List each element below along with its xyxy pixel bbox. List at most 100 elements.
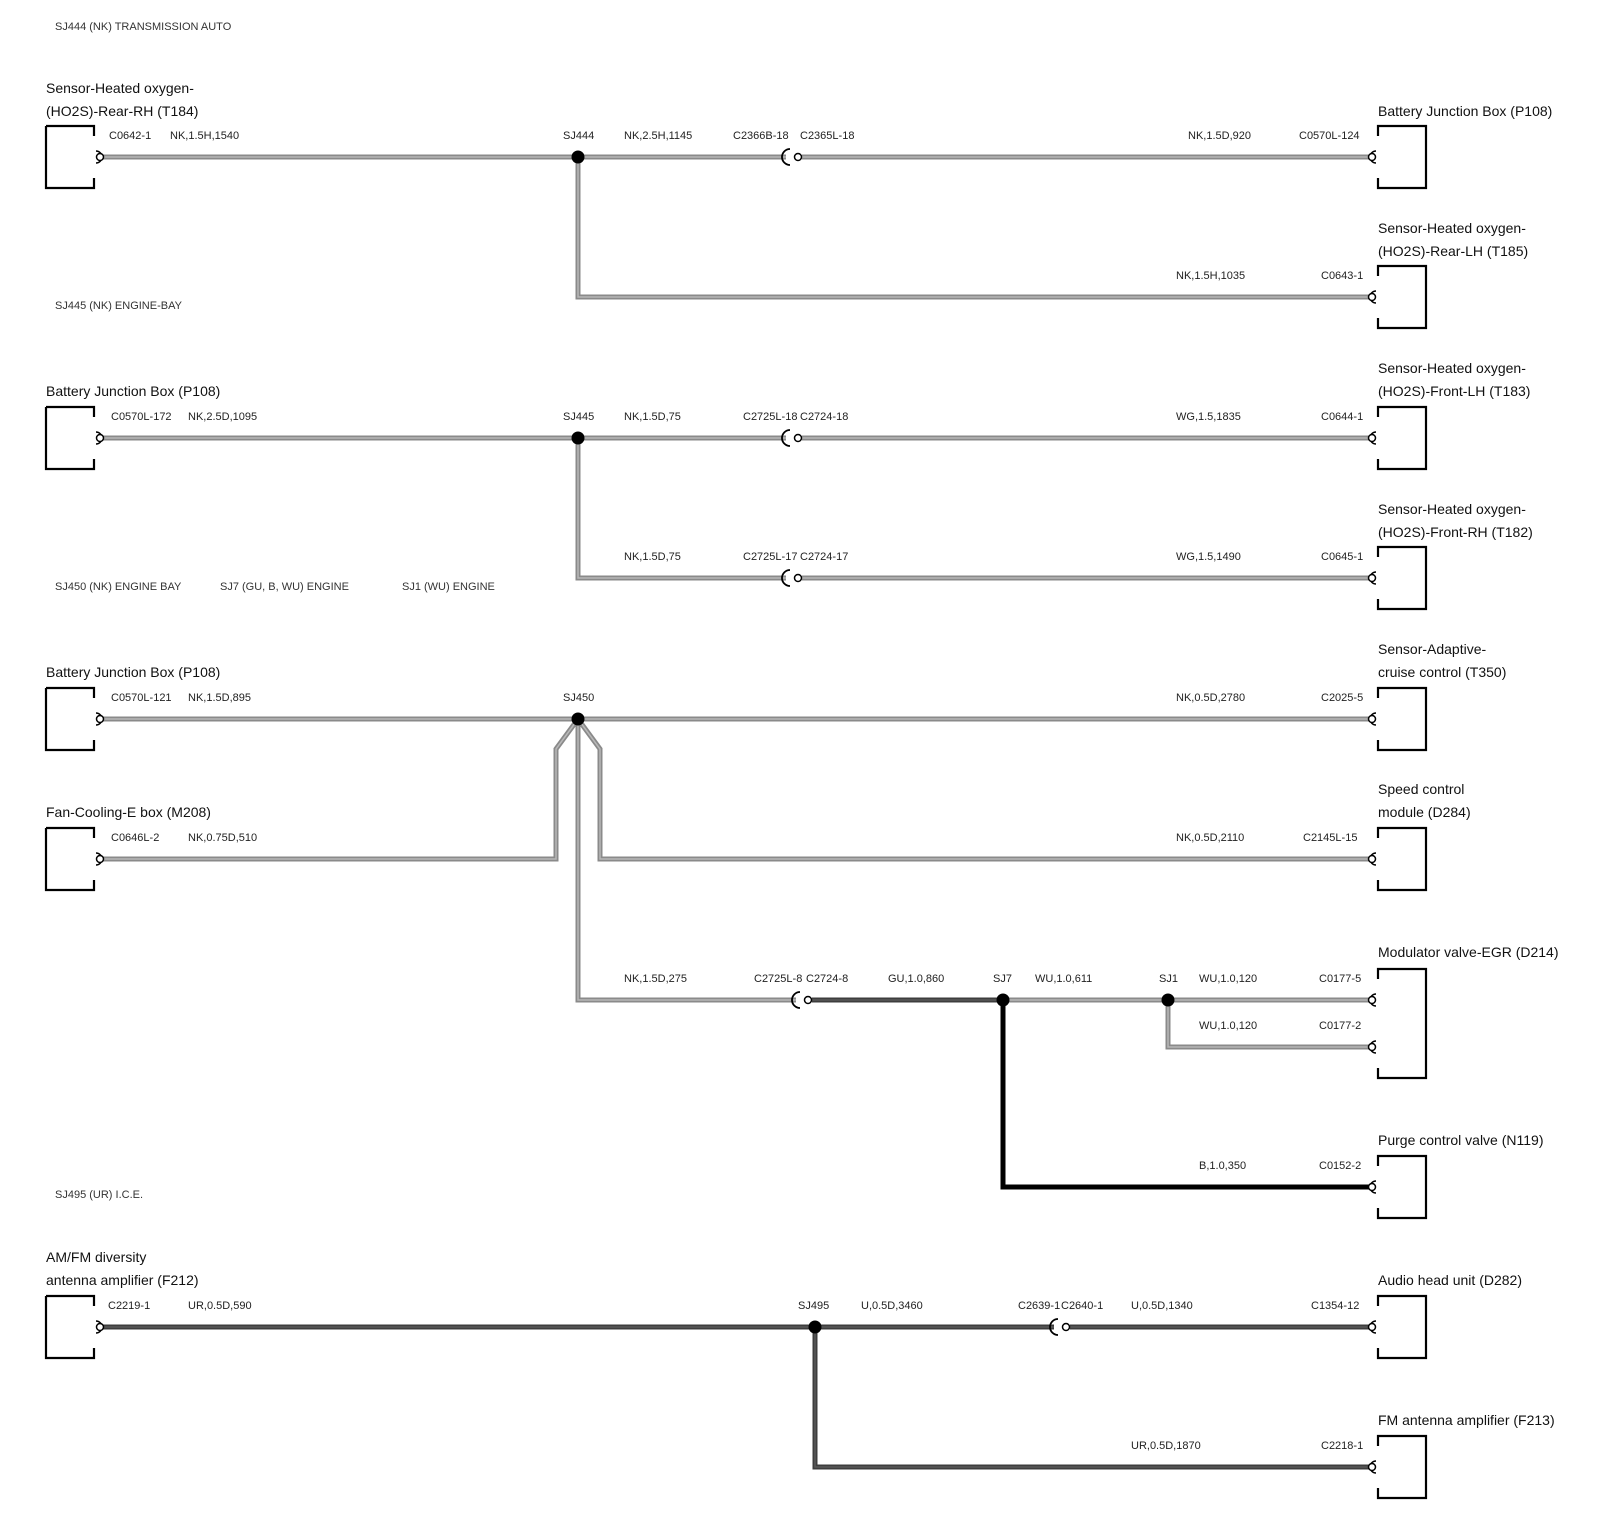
section-label-sj1: SJ1 (WU) ENGINE	[402, 581, 495, 593]
pin-label-c2725l-8: C2725L-8	[754, 973, 802, 985]
component-p108-box-c-left[interactable]	[44, 686, 105, 752]
pin-label-c0570l-124: C0570L-124	[1299, 130, 1360, 142]
component-t184-box[interactable]	[44, 124, 105, 190]
pin-terminal[interactable]	[95, 433, 105, 443]
inline-connector-c2725l18-c2724-18[interactable]	[781, 429, 803, 447]
wire-labels: C0642-1 NK,1.5H,1540 NK,2.5H,1145 C2366B…	[108, 130, 1363, 1452]
wire-nk075d510[interactable]	[100, 717, 581, 862]
component-m208-box[interactable]	[44, 826, 105, 892]
wire-label-nk15h1035: NK,1.5H,1035	[1176, 270, 1245, 282]
wire-label-nk15d75-b: NK,1.5D,75	[624, 551, 681, 563]
wire-label-u05d1340: U,0.5D,1340	[1131, 1300, 1193, 1312]
wire-highlight	[100, 718, 579, 860]
pin-terminal[interactable]	[1367, 854, 1377, 864]
component-t350-box[interactable]	[1367, 686, 1428, 752]
pin-label-c2724-17: C2724-17	[800, 551, 848, 563]
pin-terminal[interactable]	[1367, 573, 1377, 583]
wire-label-nk05d2780: NK,0.5D,2780	[1176, 692, 1245, 704]
component-d284-box[interactable]	[1367, 826, 1428, 892]
pin-terminal[interactable]	[95, 714, 105, 724]
component-d214-box[interactable]	[1367, 967, 1428, 1080]
splice-label-sj450: SJ450	[563, 692, 594, 704]
pin-terminal[interactable]	[1367, 1042, 1377, 1052]
component-t185-box[interactable]	[1367, 264, 1428, 330]
wire-label-nk075d510: NK,0.75D,510	[188, 832, 257, 844]
splice-sj1[interactable]	[1161, 993, 1175, 1007]
pin-label-c0646l-2: C0646L-2	[111, 832, 159, 844]
pin-label-c2724-8: C2724-8	[806, 973, 848, 985]
component-box-outline	[1376, 1294, 1428, 1360]
pin-label-c2365l-18: C2365L-18	[800, 130, 854, 142]
component-p108-box-right[interactable]	[1367, 124, 1428, 190]
pin-terminal[interactable]	[95, 152, 105, 162]
pin-label-c0642-1: C0642-1	[109, 130, 151, 142]
wire-label-wu10120-a: WU,1.0,120	[1199, 973, 1257, 985]
wire-b10350[interactable]	[1000, 1000, 1372, 1190]
wire-ur05d1870[interactable]	[812, 1327, 1372, 1470]
inline-connector-c2366b-c2365l[interactable]	[781, 148, 803, 166]
component-t183-name-1: Sensor-Heated oxygen-	[1378, 360, 1526, 376]
pin-terminal[interactable]	[95, 1322, 105, 1332]
component-f212-name-1: AM/FM diversity	[46, 1249, 146, 1265]
component-n119-box[interactable]	[1367, 1154, 1428, 1220]
wire-label-wg151490: WG,1.5,1490	[1176, 551, 1241, 563]
component-p108-name-b: Battery Junction Box (P108)	[46, 383, 220, 399]
pin-terminal[interactable]	[1367, 152, 1377, 162]
component-f213-box[interactable]	[1367, 1434, 1428, 1500]
splice-sj444[interactable]	[571, 150, 585, 164]
component-box-outline	[1376, 1434, 1428, 1500]
wire-highlight	[577, 438, 786, 579]
wire-nk05d2110[interactable]	[575, 717, 1372, 862]
component-box-outline	[1376, 826, 1428, 892]
pin-label-c0645-1: C0645-1	[1321, 551, 1363, 563]
diagram-title: SJ444 (NK) TRANSMISSION AUTO	[55, 21, 232, 33]
pin-label-c1354-12: C1354-12	[1311, 1300, 1359, 1312]
pin-label-c0644-1: C0644-1	[1321, 411, 1363, 423]
splice-sj7[interactable]	[996, 993, 1010, 1007]
splice-label-sj7: SJ7	[993, 973, 1012, 985]
wire-label-u05d3460: U,0.5D,3460	[861, 1300, 923, 1312]
pin-terminal[interactable]	[1367, 714, 1377, 724]
pin-label-c0570l-121: C0570L-121	[111, 692, 172, 704]
component-t183-box[interactable]	[1367, 405, 1428, 471]
pin-label-c2640-1: C2640-1	[1061, 1300, 1103, 1312]
component-box-outline	[44, 1294, 96, 1360]
pin-terminal[interactable]	[1367, 292, 1377, 302]
pin-terminal[interactable]	[1367, 433, 1377, 443]
splices	[571, 150, 1175, 1334]
wire-highlight	[577, 719, 796, 1001]
pin-terminal[interactable]	[1367, 995, 1377, 1005]
component-t182-box[interactable]	[1367, 545, 1428, 611]
pin-terminal[interactable]	[1367, 1462, 1377, 1472]
wire-highlight	[577, 718, 1372, 860]
inline-connector-c2725l8-c2724-8[interactable]	[791, 991, 813, 1009]
component-box-outline	[1376, 405, 1428, 471]
component-t350-name-2: cruise control (T350)	[1378, 664, 1506, 680]
component-t185-name-1: Sensor-Heated oxygen-	[1378, 220, 1526, 236]
wire-label-nk15h1540: NK,1.5H,1540	[170, 130, 239, 142]
component-p108-box-a-left[interactable]	[44, 405, 105, 471]
splice-sj495[interactable]	[808, 1320, 822, 1334]
pin-terminal[interactable]	[1367, 1182, 1377, 1192]
pin-label-c0177-5: C0177-5	[1319, 973, 1361, 985]
wires	[100, 154, 1372, 1470]
component-box-outline	[1376, 124, 1428, 190]
splice-sj445[interactable]	[571, 431, 585, 445]
component-f212-box[interactable]	[44, 1294, 105, 1360]
component-t185-name-2: (HO2S)-Rear-LH (T185)	[1378, 243, 1528, 259]
inline-connector-c2639-c2640[interactable]	[1049, 1318, 1071, 1336]
pin-terminal[interactable]	[1367, 1322, 1377, 1332]
splice-sj450[interactable]	[571, 712, 585, 726]
wire-label-gu10860: GU,1.0,860	[888, 973, 944, 985]
section-label-sj445: SJ445 (NK) ENGINE-BAY	[55, 300, 183, 312]
inline-connector-c2725l17-c2724-17[interactable]	[781, 569, 803, 587]
component-d214-name: Modulator valve-EGR (D214)	[1378, 944, 1559, 960]
component-d282-box[interactable]	[1367, 1294, 1428, 1360]
pin-label-c0643-1: C0643-1	[1321, 270, 1363, 282]
component-box-outline	[1376, 967, 1428, 1080]
wire-label-nk15d895: NK,1.5D,895	[188, 692, 251, 704]
wire-label-wu10611: WU,1.0,611	[1035, 973, 1092, 985]
pin-terminal[interactable]	[95, 854, 105, 864]
wire-nk15h1035[interactable]	[575, 157, 1372, 300]
